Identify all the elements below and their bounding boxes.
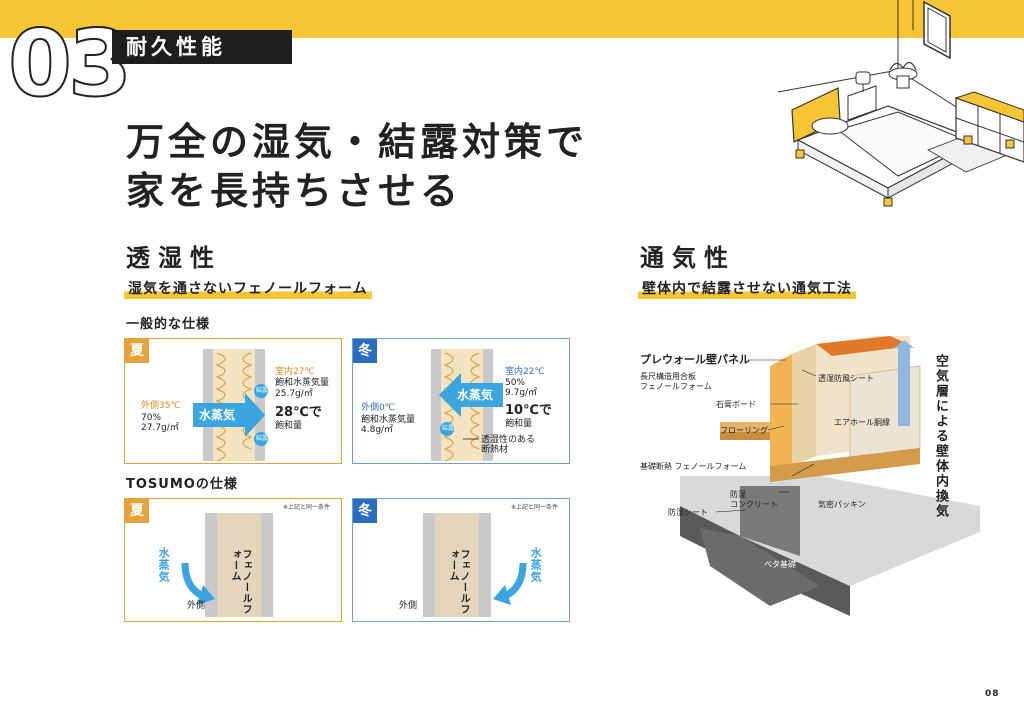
vapor-label: 水蒸気 [529, 547, 543, 583]
general-winter-panel: 冬 水蒸気 結露 外側0℃ 飽和水蒸気量 4.8g/㎡ 室内22℃ 50% 9.… [352, 338, 570, 464]
dew-state: 飽和量 [505, 419, 533, 429]
dew-temperature: 28℃で [275, 405, 322, 420]
label-airtight-packing: 気密パッキン [818, 500, 866, 509]
outside-humidity: 70% [141, 413, 162, 423]
inside-vapor: 9.7g/㎡ [505, 388, 538, 398]
label-damp-sheet: 防湿シート [668, 508, 708, 517]
ventilation-title: 通気性 [640, 244, 736, 272]
season-badge-summer: 夏 [125, 499, 149, 523]
tosumo-summer-panel: 夏 ※上記と同一条件 水蒸気 フェノールフォーム 外側 [124, 498, 342, 622]
same-condition-note: ※上記と同一条件 [283, 504, 331, 511]
label-damp-concrete: コンクリート [730, 500, 778, 509]
condensation-label: 結露 [442, 425, 455, 432]
vapor-arrow-label: 水蒸気 [457, 388, 494, 402]
label-phenol-foam: フェノールフォーム [640, 382, 712, 391]
dew-state: 飽和量 [275, 421, 303, 431]
tosumo-spec-heading: TOSUMOの仕様 [126, 477, 238, 492]
outside-vapor: 27.7g/㎡ [141, 423, 179, 433]
inside-humidity: 50% [505, 378, 526, 388]
air-layer-caption: 空気層による壁体内換気 [933, 354, 948, 519]
wall-cross-section-diagram [680, 336, 980, 616]
inside-saturation: 飽和水蒸気量 [275, 378, 330, 388]
phenol-foam-label: フェノールフォーム [447, 549, 469, 615]
outside-label: 外側 [399, 601, 418, 611]
label-prewall-panel: プレウォール壁パネル [640, 353, 750, 366]
phenol-foam-label: フェノールフォーム [229, 549, 251, 615]
vapor-label: 水蒸気 [157, 547, 171, 583]
moisture-highlight: 湿気を通さないフェノールフォーム [124, 282, 372, 299]
outside-saturation: 飽和水蒸気量 [361, 415, 416, 425]
condensation-label: 結露 [256, 387, 269, 394]
general-spec-heading: 一般的な仕様 [126, 317, 211, 332]
condensation-label: 結露 [256, 435, 269, 442]
phenol-wall-diagram [423, 513, 527, 617]
season-badge-winter: 冬 [353, 339, 377, 363]
label-damp-concrete: 防湿 [730, 490, 746, 499]
outside-label: 外側 [187, 601, 206, 611]
headline-line-2: 家を長持ちさせる [126, 169, 463, 214]
season-badge-winter: 冬 [353, 499, 377, 523]
label-wind-sheet: 透湿防風シート [818, 374, 874, 383]
inside-vapor: 25.7g/㎡ [275, 389, 313, 399]
chapter-title: 耐久性能 [112, 30, 292, 64]
season-badge-summer: 夏 [125, 339, 149, 363]
outside-temp: 外側35℃ [141, 401, 181, 411]
label-airhole-furring: エアホール胴縁 [834, 418, 890, 427]
same-condition-note: ※上記と同一条件 [511, 504, 559, 511]
wall-diagram [431, 349, 503, 462]
vapor-arrow-label: 水蒸気 [199, 408, 236, 422]
label-flooring: フローリング [720, 426, 768, 435]
label-plywood: 長尺構造用合板 [640, 372, 696, 381]
general-summer-panel: 夏 水蒸気 結露 結露 外側35℃ 70% 27.7g/㎡ 室内27℃ 飽和水蒸… [124, 338, 342, 464]
wall-diagram [193, 349, 268, 462]
headline-line-1: 万全の湿気・結露対策で [126, 120, 589, 164]
phenol-wall-diagram [181, 513, 273, 617]
inside-temp: 室内22℃ [505, 367, 545, 377]
inside-temp: 室内27℃ [275, 367, 315, 377]
insulation-note: 断熱材 [481, 445, 509, 455]
label-mat-foundation: ベタ基礎 [764, 560, 796, 569]
insulation-note: 透湿性のある [481, 435, 536, 445]
moisture-title: 透湿性 [126, 244, 222, 272]
bedroom-illustration [778, 0, 1024, 207]
dew-temperature: 10℃で [505, 403, 552, 418]
ventilation-highlight: 壁体内で結露させない通気工法 [638, 282, 856, 299]
label-base-insulation: 基礎断熱 フェノールフォーム [640, 462, 747, 471]
tosumo-winter-panel: 冬 ※上記と同一条件 水蒸気 フェノールフォーム 外側 [352, 498, 570, 622]
outside-vapor: 4.8g/㎡ [361, 425, 394, 435]
outside-temp: 外側0℃ [361, 403, 395, 413]
label-gypsum-board: 石膏ボード [716, 400, 756, 409]
chapter-number: 03 [7, 10, 133, 117]
page-number: 08 [985, 689, 1000, 699]
page-headline: 万全の湿気・結露対策で 家を長持ちさせる [126, 118, 588, 217]
